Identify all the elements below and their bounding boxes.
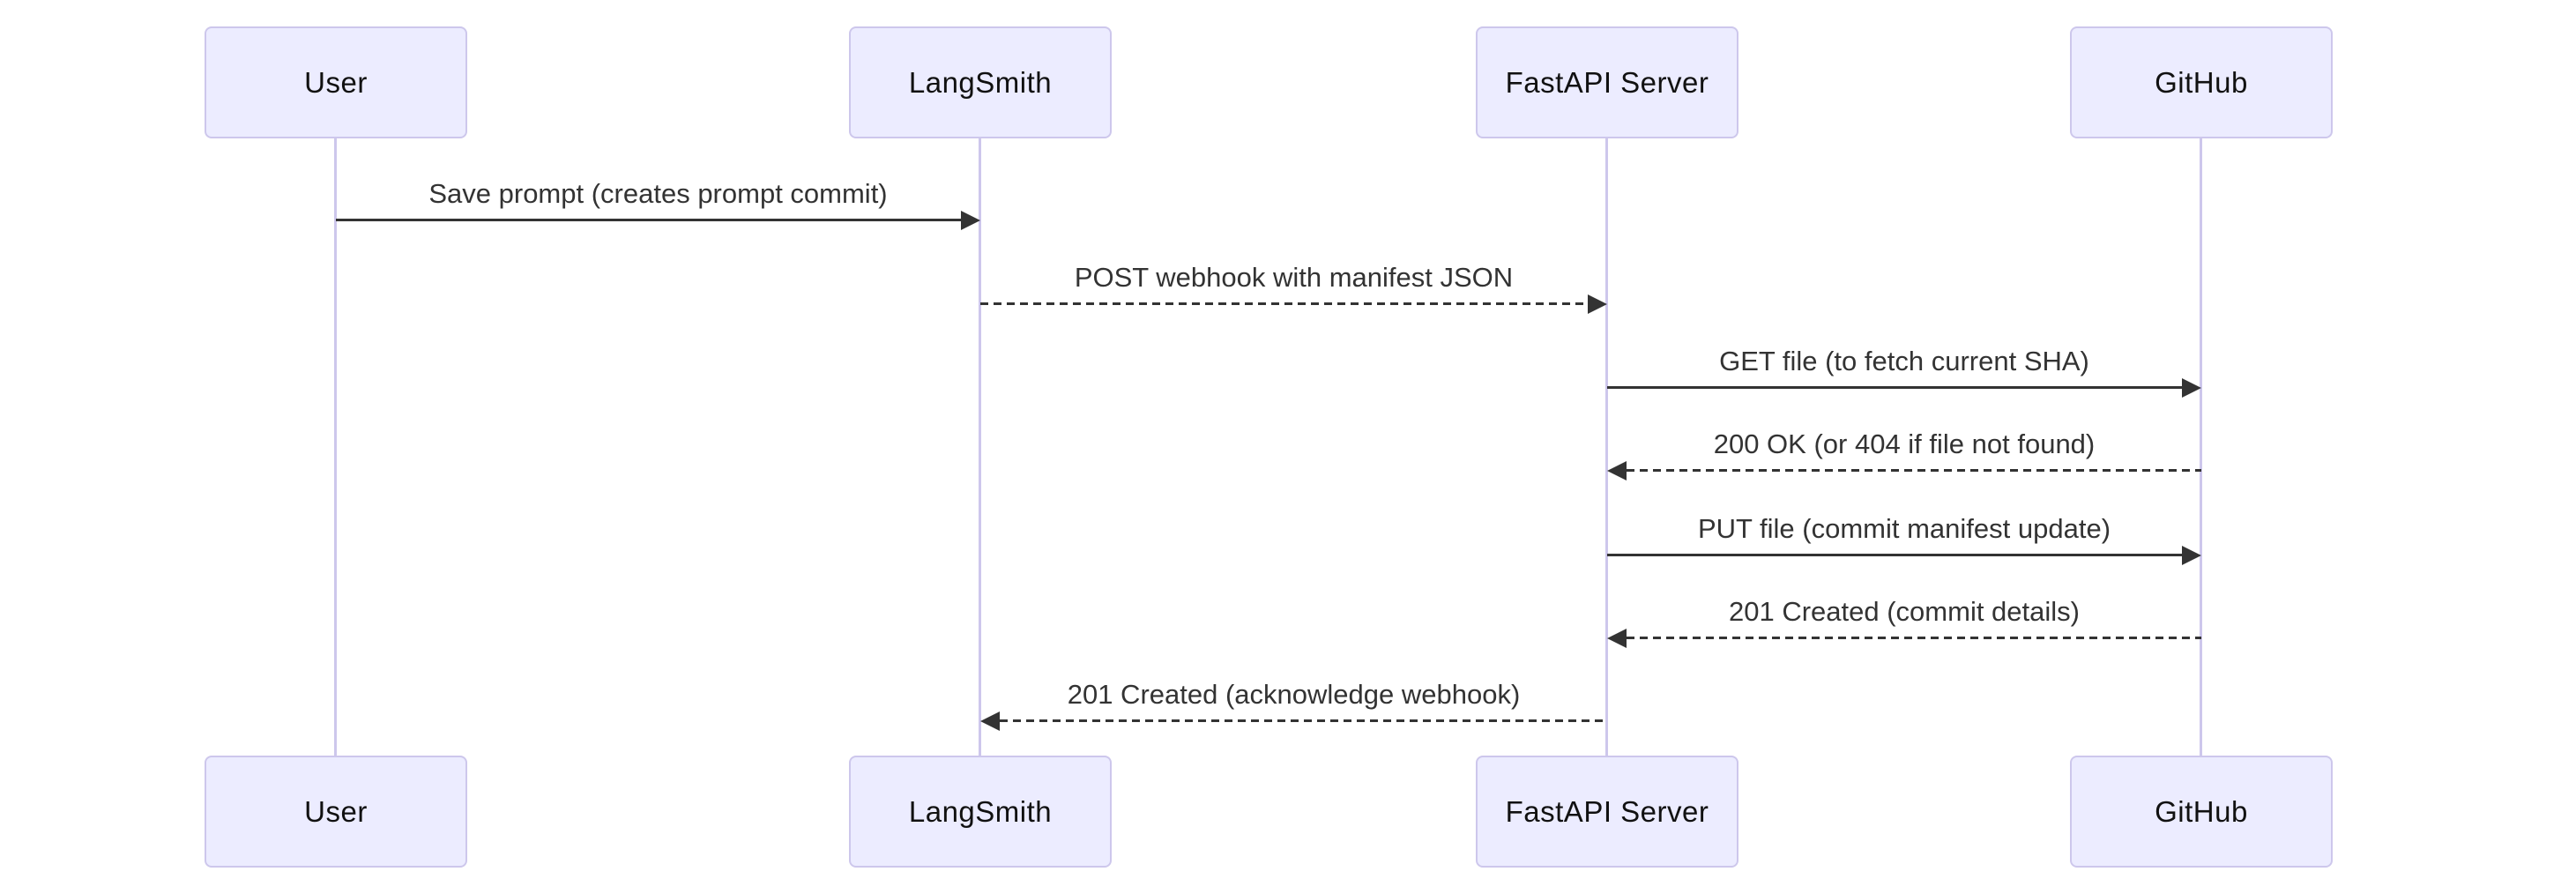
message-label-200-ok: 200 OK (or 404 if file not found): [1713, 428, 2096, 459]
message-line-put-file: [1607, 554, 2182, 556]
message-line-save-prompt: [336, 219, 961, 221]
lifeline-user: [334, 138, 337, 756]
actor-langsmith-top: LangSmith: [849, 26, 1112, 138]
arrowhead-left-icon: [980, 711, 1000, 731]
message-label-201-ack: 201 Created (acknowledge webhook): [1067, 679, 1521, 710]
lifeline-fastapi: [1605, 138, 1608, 756]
actor-user-bottom: User: [205, 756, 467, 868]
arrowhead-right-icon: [2182, 378, 2201, 398]
actor-langsmith-bottom: LangSmith: [849, 756, 1112, 868]
actor-user-top: User: [205, 26, 467, 138]
message-line-200-ok: [1627, 469, 2201, 472]
message-label-save-prompt: Save prompt (creates prompt commit): [428, 178, 888, 209]
message-line-201-ack: [1000, 719, 1607, 722]
actor-github-bottom-label: GitHub: [2155, 794, 2248, 828]
actor-fastapi-bottom-label: FastAPI Server: [1505, 794, 1709, 828]
actor-fastapi-top: FastAPI Server: [1476, 26, 1738, 138]
actor-langsmith-bottom-label: LangSmith: [908, 794, 1053, 828]
message-label-put-file: PUT file (commit manifest update): [1697, 513, 2111, 544]
message-label-201-commit: 201 Created (commit details): [1729, 596, 2080, 627]
message-line-post-webhook: [980, 302, 1588, 305]
arrowhead-right-icon: [1588, 294, 1607, 314]
arrowhead-right-icon: [2182, 546, 2201, 565]
message-line-201-commit: [1627, 637, 2201, 639]
actor-github-top: GitHub: [2070, 26, 2333, 138]
arrowhead-left-icon: [1607, 461, 1627, 481]
arrowhead-right-icon: [961, 211, 980, 230]
actor-github-top-label: GitHub: [2155, 65, 2248, 99]
actor-github-bottom: GitHub: [2070, 756, 2333, 868]
actor-user-bottom-label: User: [304, 794, 368, 828]
message-line-get-file: [1607, 386, 2182, 389]
message-label-get-file: GET file (to fetch current SHA): [1719, 346, 2089, 376]
actor-user-top-label: User: [304, 65, 368, 99]
lifeline-github: [2200, 138, 2202, 756]
actor-langsmith-top-label: LangSmith: [908, 65, 1053, 99]
message-label-post-webhook: POST webhook with manifest JSON: [1074, 262, 1514, 293]
arrowhead-left-icon: [1607, 629, 1627, 648]
actor-fastapi-bottom: FastAPI Server: [1476, 756, 1738, 868]
actor-fastapi-top-label: FastAPI Server: [1505, 65, 1709, 99]
lifeline-langsmith: [979, 138, 981, 756]
